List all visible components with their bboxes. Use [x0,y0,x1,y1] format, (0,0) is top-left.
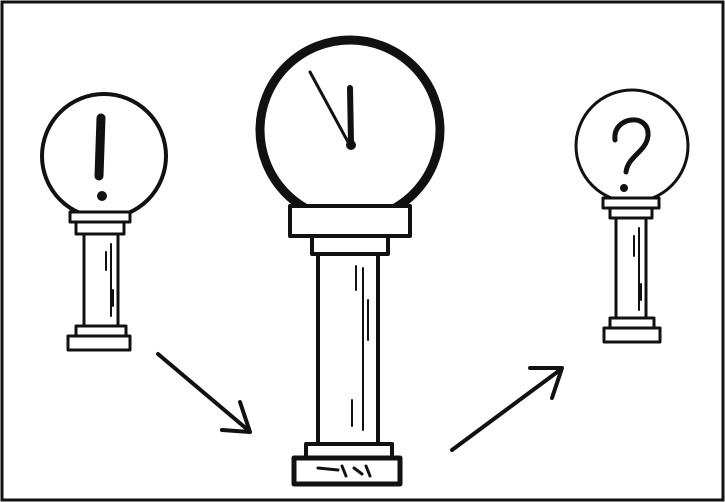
left-down-arrow [156,352,252,434]
center-capital-bottom [310,234,390,256]
center-clock-post [255,35,445,487]
left-shaft [82,232,120,328]
clock-hour-hand [347,85,354,145]
left-exclamation-post [40,92,168,352]
right-arrow-line [450,368,562,452]
clock-center-pin [346,140,356,150]
center-shaft-hatching [351,265,369,431]
exclamation-dot [97,191,107,201]
right-shaft-hatching [633,227,642,311]
center-base-scribble [316,464,372,478]
left-arrowhead-icon [220,400,252,434]
left-base-plinth [66,334,132,352]
left-shaft-hatching [105,243,114,317]
left-capital-bottom [74,220,126,236]
right-up-arrow [450,366,564,452]
exclamation-icon [94,113,106,181]
right-arrowhead-icon [528,366,564,400]
question-mark-icon [612,117,651,175]
left-arrow-line [156,352,250,432]
center-capital-top [288,204,412,238]
right-question-post [574,88,690,344]
right-shaft [614,216,648,320]
right-globe [574,88,690,204]
center-base-plinth [291,455,403,487]
center-shaft [316,252,380,446]
question-mark-dot [620,184,628,192]
clock-minute-hand [308,70,350,144]
right-base-plinth [602,326,662,344]
